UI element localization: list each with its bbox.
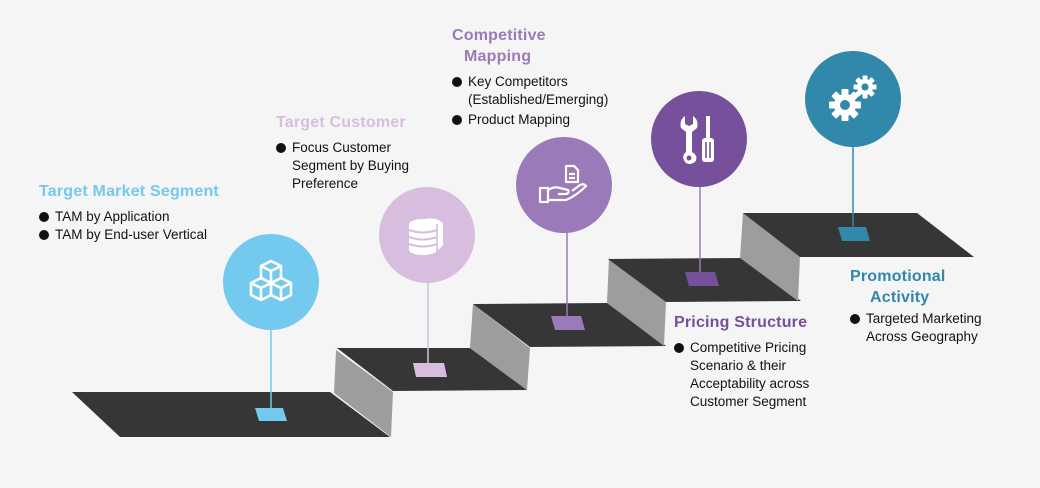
step-4-marker — [685, 272, 719, 286]
step-1-circle — [223, 234, 319, 330]
bullet-dot-icon — [39, 230, 49, 240]
step-3-label: Competitive Mapping Key Competitors (Est… — [452, 25, 608, 129]
step-3-title: Competitive Mapping — [452, 27, 546, 65]
step-4-riser — [740, 213, 800, 301]
bullet-dot-icon — [452, 77, 462, 87]
step-1-bullet: TAM by Application — [39, 208, 219, 226]
step-5-title: Promotional Activity — [850, 268, 946, 306]
step-1-marker — [255, 408, 287, 421]
step-3-riser — [607, 258, 666, 346]
bullet-dot-icon — [39, 212, 49, 222]
step-2-bullet: Focus Customer Segment by Buying Prefere… — [276, 139, 409, 193]
step-4-bullet: Competitive Pricing Scenario & their Acc… — [674, 339, 809, 411]
step-2-riser — [470, 304, 530, 390]
step-2-title: Target Customer — [276, 114, 406, 131]
gears-icon — [829, 75, 877, 121]
step-1-title: Target Market Segment — [39, 183, 219, 200]
step-1-riser — [334, 350, 393, 437]
bullet-dot-icon — [850, 314, 860, 324]
database-icon — [408, 218, 443, 255]
step-5-label: Promotional Activity Targeted Marketing … — [850, 266, 982, 346]
step-2-marker — [413, 363, 447, 377]
step-4-label: Pricing Structure Competitive Pricing Sc… — [674, 312, 809, 411]
step-3-marker — [551, 316, 585, 330]
step-1-top — [72, 392, 390, 437]
bullet-dot-icon — [452, 115, 462, 125]
step-2-circle — [379, 187, 475, 283]
hand-document-icon — [538, 164, 588, 204]
wrench-screwdriver-icon — [680, 116, 714, 164]
cubes-icon — [249, 259, 293, 302]
step-5-bullet: Targeted Marketing Across Geography — [850, 310, 982, 346]
step-3-bullet: Key Competitors (Established/Emerging) — [452, 73, 608, 109]
bullet-dot-icon — [276, 143, 286, 153]
step-4-circle — [651, 91, 747, 187]
step-3-circle — [516, 137, 612, 233]
step-2-label: Target Customer Focus Customer Segment b… — [276, 112, 409, 193]
step-5-circle — [805, 51, 901, 147]
bullet-dot-icon — [674, 343, 684, 353]
step-1-label: Target Market Segment TAM by Application… — [39, 181, 219, 244]
step-4-title: Pricing Structure — [674, 314, 808, 331]
step-3-bullet: Product Mapping — [452, 111, 608, 129]
step-5-marker — [838, 227, 870, 241]
step-1-bullet: TAM by End-user Vertical — [39, 226, 219, 244]
